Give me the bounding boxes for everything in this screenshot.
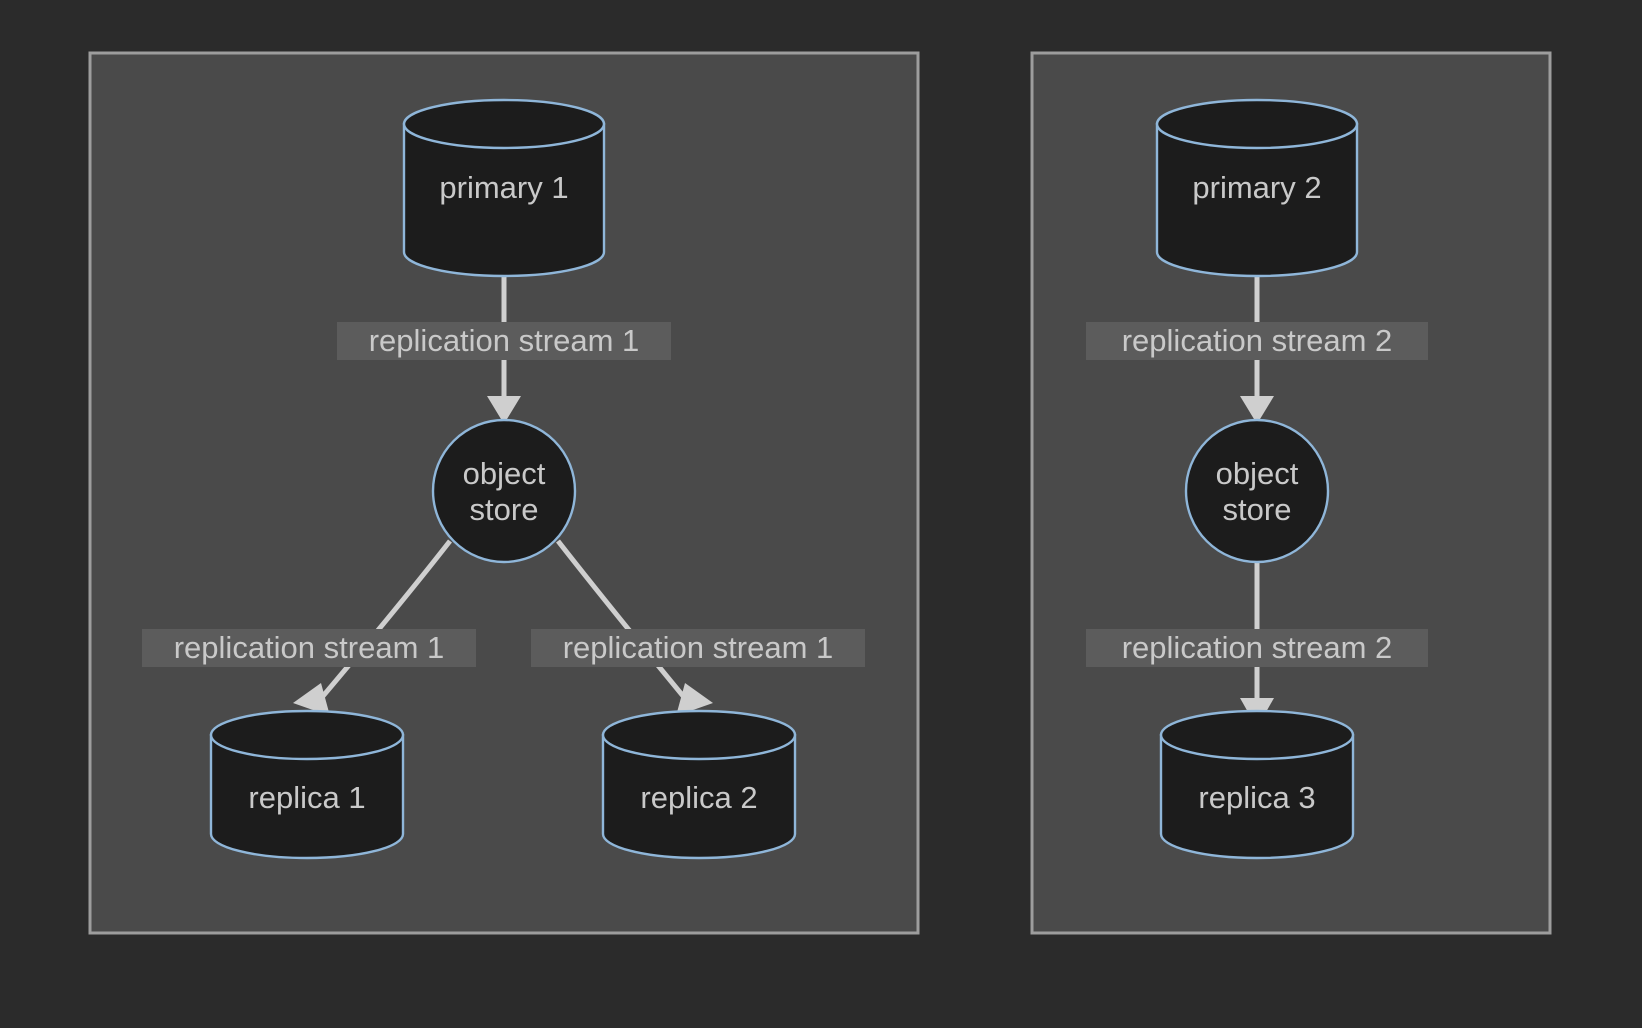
object-store-2-node[interactable]: object store [1184, 418, 1330, 564]
edge-object-store-1-to-replica-2 [556, 539, 713, 716]
edge-label-background [142, 629, 476, 667]
arrow-head-icon [487, 396, 521, 424]
edge-line [556, 539, 690, 704]
object-store-2-label-line2: store [1223, 492, 1292, 527]
edge-label-text: replication stream 1 [174, 630, 445, 665]
edge-label-text: replication stream 2 [1122, 630, 1393, 665]
cylinder-body [1155, 122, 1359, 278]
cylinder-top-ellipse [1155, 98, 1359, 150]
edge-label-text: replication stream 1 [369, 323, 640, 358]
cylinder-top-ellipse [402, 98, 606, 150]
object-store-2-label-line1: object [1216, 456, 1299, 491]
primary-2-database-node[interactable]: primary 2 [1155, 98, 1359, 278]
edge-label-background [1086, 629, 1428, 667]
edge-label-background [1086, 322, 1428, 360]
edge-object-store-1-to-replica-1 [293, 539, 452, 716]
edge-label-object-store-1-to-replica-1: replication stream 1 [142, 629, 476, 667]
object-store-circle [1184, 418, 1330, 564]
replica-3-label: replica 3 [1198, 780, 1315, 815]
arrow-head-icon [1240, 396, 1274, 424]
object-store-1-label-line2: store [470, 492, 539, 527]
edge-line [316, 539, 452, 704]
edge-label-text: replication stream 2 [1122, 323, 1393, 358]
primary-2-label: primary 2 [1192, 170, 1321, 205]
replica-1-label: replica 1 [248, 780, 365, 815]
cylinder-body [1159, 733, 1355, 860]
replica-3-database-node[interactable]: replica 3 [1159, 709, 1355, 860]
replica-1-database-node[interactable]: replica 1 [209, 709, 405, 860]
replica-2-database-node[interactable]: replica 2 [601, 709, 797, 860]
edge-label-object-store-2-to-replica-3: replication stream 2 [1086, 629, 1428, 667]
primary-1-database-node[interactable]: primary 1 [402, 98, 606, 278]
cylinder-body [209, 733, 405, 860]
object-store-circle [431, 418, 577, 564]
replica-2-label: replica 2 [640, 780, 757, 815]
cylinder-top-ellipse [601, 709, 797, 761]
edge-label-primary-2-to-object-store-2: replication stream 2 [1086, 322, 1428, 360]
edge-label-primary-1-to-object-store-1: replication stream 1 [337, 322, 671, 360]
arrow-head-icon [293, 683, 330, 716]
edge-label-background [337, 322, 671, 360]
object-store-1-label-line1: object [463, 456, 546, 491]
cylinder-body [402, 122, 606, 278]
arrow-head-icon [676, 683, 713, 716]
edge-label-text: replication stream 1 [563, 630, 834, 665]
edge-label-background [531, 629, 865, 667]
primary-1-label: primary 1 [439, 170, 568, 205]
edge-label-object-store-1-to-replica-2: replication stream 1 [531, 629, 865, 667]
object-store-1-node[interactable]: object store [431, 418, 577, 564]
cylinder-top-ellipse [1159, 709, 1355, 761]
cylinder-top-ellipse [209, 709, 405, 761]
cylinder-body [601, 733, 797, 860]
